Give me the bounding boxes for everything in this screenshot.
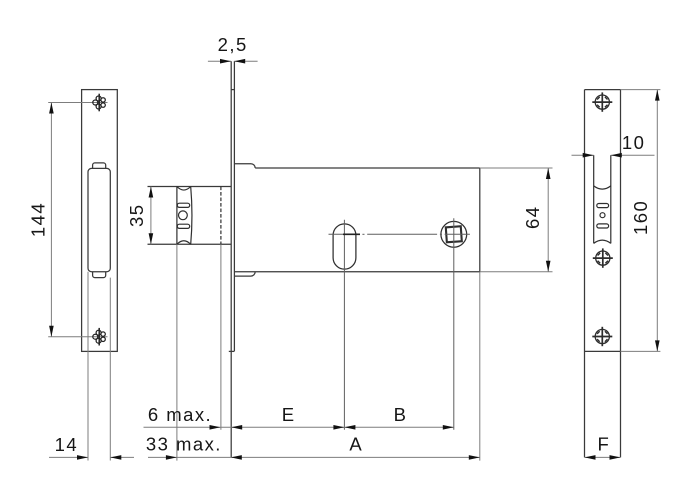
svg-text:33 max.: 33 max.: [146, 433, 222, 454]
svg-text:2,5: 2,5: [218, 34, 248, 55]
svg-text:64: 64: [522, 206, 543, 229]
svg-text:E: E: [282, 404, 296, 425]
svg-text:A: A: [349, 433, 363, 454]
svg-text:160: 160: [630, 200, 651, 235]
svg-text:B: B: [394, 404, 408, 425]
svg-text:144: 144: [27, 202, 48, 237]
svg-text:14: 14: [55, 434, 78, 455]
svg-text:F: F: [598, 433, 611, 454]
svg-text:10: 10: [622, 132, 645, 153]
svg-text:6 max.: 6 max.: [148, 404, 212, 425]
svg-text:35: 35: [126, 204, 147, 227]
